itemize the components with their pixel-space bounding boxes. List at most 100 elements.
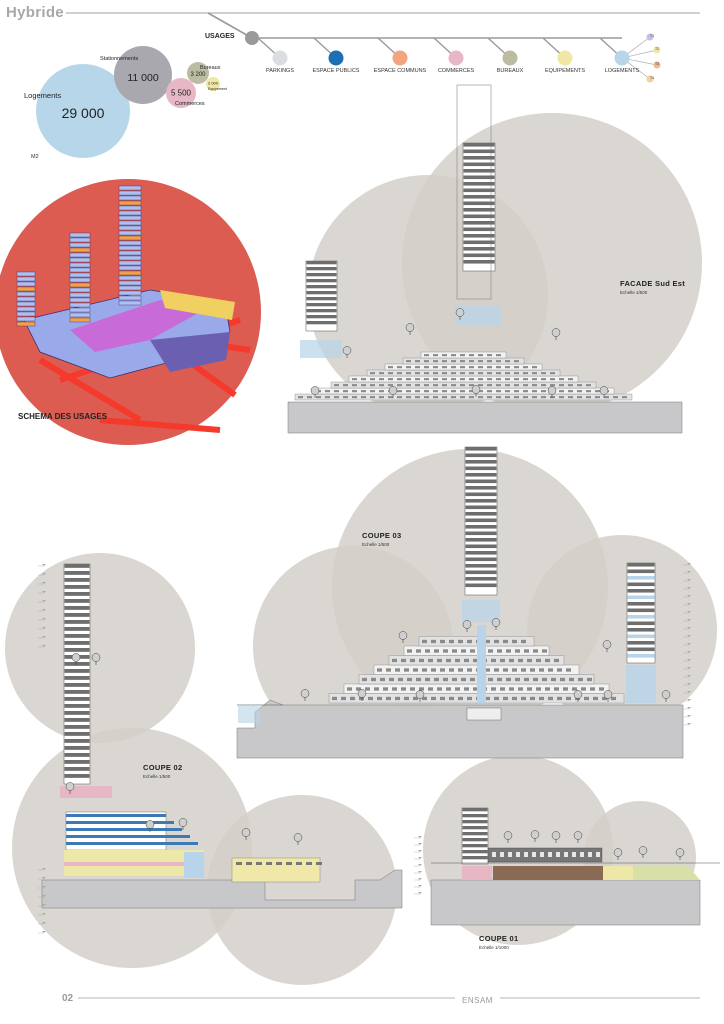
area-label-logements: Logements <box>24 91 62 100</box>
facade-tall-tower-floor <box>463 162 495 167</box>
facade-tower-glass-base <box>455 306 501 326</box>
facade-terraces-window <box>361 378 366 381</box>
facade-terraces-window <box>478 396 483 399</box>
area-value-bureaux: 3 200 <box>190 72 206 78</box>
facade-terraces-window <box>451 378 456 381</box>
legend-label-equipements: EQUIPEMENTS <box>544 68 586 74</box>
tree-crown <box>91 653 101 662</box>
coupe03-terraces-window <box>536 658 541 663</box>
coupe03-terraces-window <box>539 696 544 701</box>
coupe03-tall-tower-floor <box>465 499 497 503</box>
coupe03-level-tick-marker <box>687 571 691 573</box>
facade-terraces-window <box>433 372 438 375</box>
coupe03-terraces-window <box>485 668 490 672</box>
coupe03-terraces-window <box>530 668 535 672</box>
coupe02-right-window <box>276 862 282 865</box>
coupe03-terraces-window <box>503 668 508 672</box>
coupe03-terraces-window <box>425 649 430 653</box>
coupe01-tree <box>638 846 648 858</box>
facade-terraces-window <box>370 384 375 387</box>
coupe03-terraces-window <box>431 668 436 672</box>
coupe02-podium-floor <box>66 842 198 845</box>
coupe02-ground <box>41 869 403 909</box>
facade-tree <box>342 346 352 358</box>
area-label-commerces: Commerces <box>175 101 205 107</box>
coupe02-podium-floor <box>66 821 174 824</box>
legend-label-parkings: PARKINGS <box>265 68 295 74</box>
facade-tall-tower-floor <box>463 214 495 219</box>
coupe02-right-window <box>286 862 292 865</box>
facade-terraces-window <box>334 384 339 387</box>
coupe02-tree <box>241 828 251 840</box>
coupe03-tall-tower-floor <box>465 518 497 523</box>
facade-tall-tower-floor <box>463 253 495 258</box>
facade-terraces-window <box>532 366 537 369</box>
coupe03-terraces-window <box>422 668 427 672</box>
facade-terraces-window <box>415 360 420 363</box>
coupe03-tall-tower-floor <box>465 466 497 471</box>
coupe03-terraces-window <box>473 687 478 691</box>
coupe03-terraces-window <box>569 677 574 682</box>
coupe03-terraces-window <box>458 639 463 644</box>
coupe03-tall-tower-floor <box>465 557 497 562</box>
coupe03-tall-tower-floor <box>465 551 497 555</box>
facade-terraces-window <box>478 378 483 381</box>
facade-terraces-window <box>487 366 492 369</box>
coupe03-terraces-window <box>395 668 400 672</box>
legend-root-dot <box>245 31 259 45</box>
facade-tree <box>455 308 465 320</box>
subtype-label-t2: T2 <box>655 47 660 51</box>
coupe02-tower-floor <box>64 767 90 771</box>
facade-terraces-window <box>496 378 501 381</box>
subtype-label-t1: T1 <box>650 34 655 38</box>
facade-terraces-window <box>352 384 357 387</box>
coupe01-tower-floor <box>462 850 488 854</box>
legend-dot-1 <box>328 50 344 66</box>
coupe02-tree <box>293 833 303 845</box>
coupe01-tree <box>503 831 513 843</box>
legend-dot-4 <box>502 50 518 66</box>
coupe03-terraces-window <box>572 687 577 691</box>
coupe03-tall-tower-floor <box>465 447 497 451</box>
schema-tower-tall-level <box>118 285 142 291</box>
schema-label: SCHEMA DES USAGES <box>18 412 108 421</box>
coupe03-terraces-window <box>467 639 472 644</box>
facade-terraces-window <box>433 384 438 387</box>
coupe03-terraces-window <box>422 696 427 701</box>
coupe01-tower-floor <box>462 856 488 860</box>
coupe03-terraces-window <box>437 658 442 663</box>
coupe03-terraces-window <box>383 687 388 691</box>
tree-crown <box>530 830 540 839</box>
coupe03-terraces-window <box>452 649 457 653</box>
facade-terraces-window <box>424 396 429 399</box>
area-bubble-0 <box>36 64 130 158</box>
facade-terraces-window <box>307 396 312 399</box>
level-ticks <box>38 563 691 934</box>
facade-terraces-window <box>433 360 438 363</box>
area-bubble-1 <box>114 46 172 104</box>
coupe02-tower-floor <box>64 571 90 575</box>
facade-terraces-window <box>415 396 420 399</box>
coupe02-level-tick-low-marker <box>42 886 46 888</box>
coupe03-tall-tower-floor <box>465 564 497 568</box>
schema-tower-tall-level <box>118 245 142 251</box>
schema-tower-small <box>16 271 36 327</box>
facade-terraces-window <box>505 390 510 393</box>
coupe03-right-tower-floor <box>627 647 655 652</box>
schema-tower-tall-level <box>118 185 142 191</box>
facade-terraces-window <box>451 390 456 393</box>
tree-crown <box>455 308 465 317</box>
coupe03-terraces-window <box>443 649 448 653</box>
facade-terraces-window <box>433 366 438 369</box>
coupe03-level-tick-marker <box>687 579 691 581</box>
coupe02-right-block <box>231 857 321 883</box>
coupe03-terraces-window <box>404 696 409 701</box>
facade-terraces-window <box>469 354 474 357</box>
coupe03-terraces-window <box>362 677 367 682</box>
coupe03-tall-tower-floor <box>465 583 497 588</box>
coupe03-terraces-window <box>500 687 505 691</box>
coupe03-terraces-window <box>449 639 454 644</box>
facade-terraces-window <box>370 396 375 399</box>
coupe03-tree <box>603 690 613 702</box>
